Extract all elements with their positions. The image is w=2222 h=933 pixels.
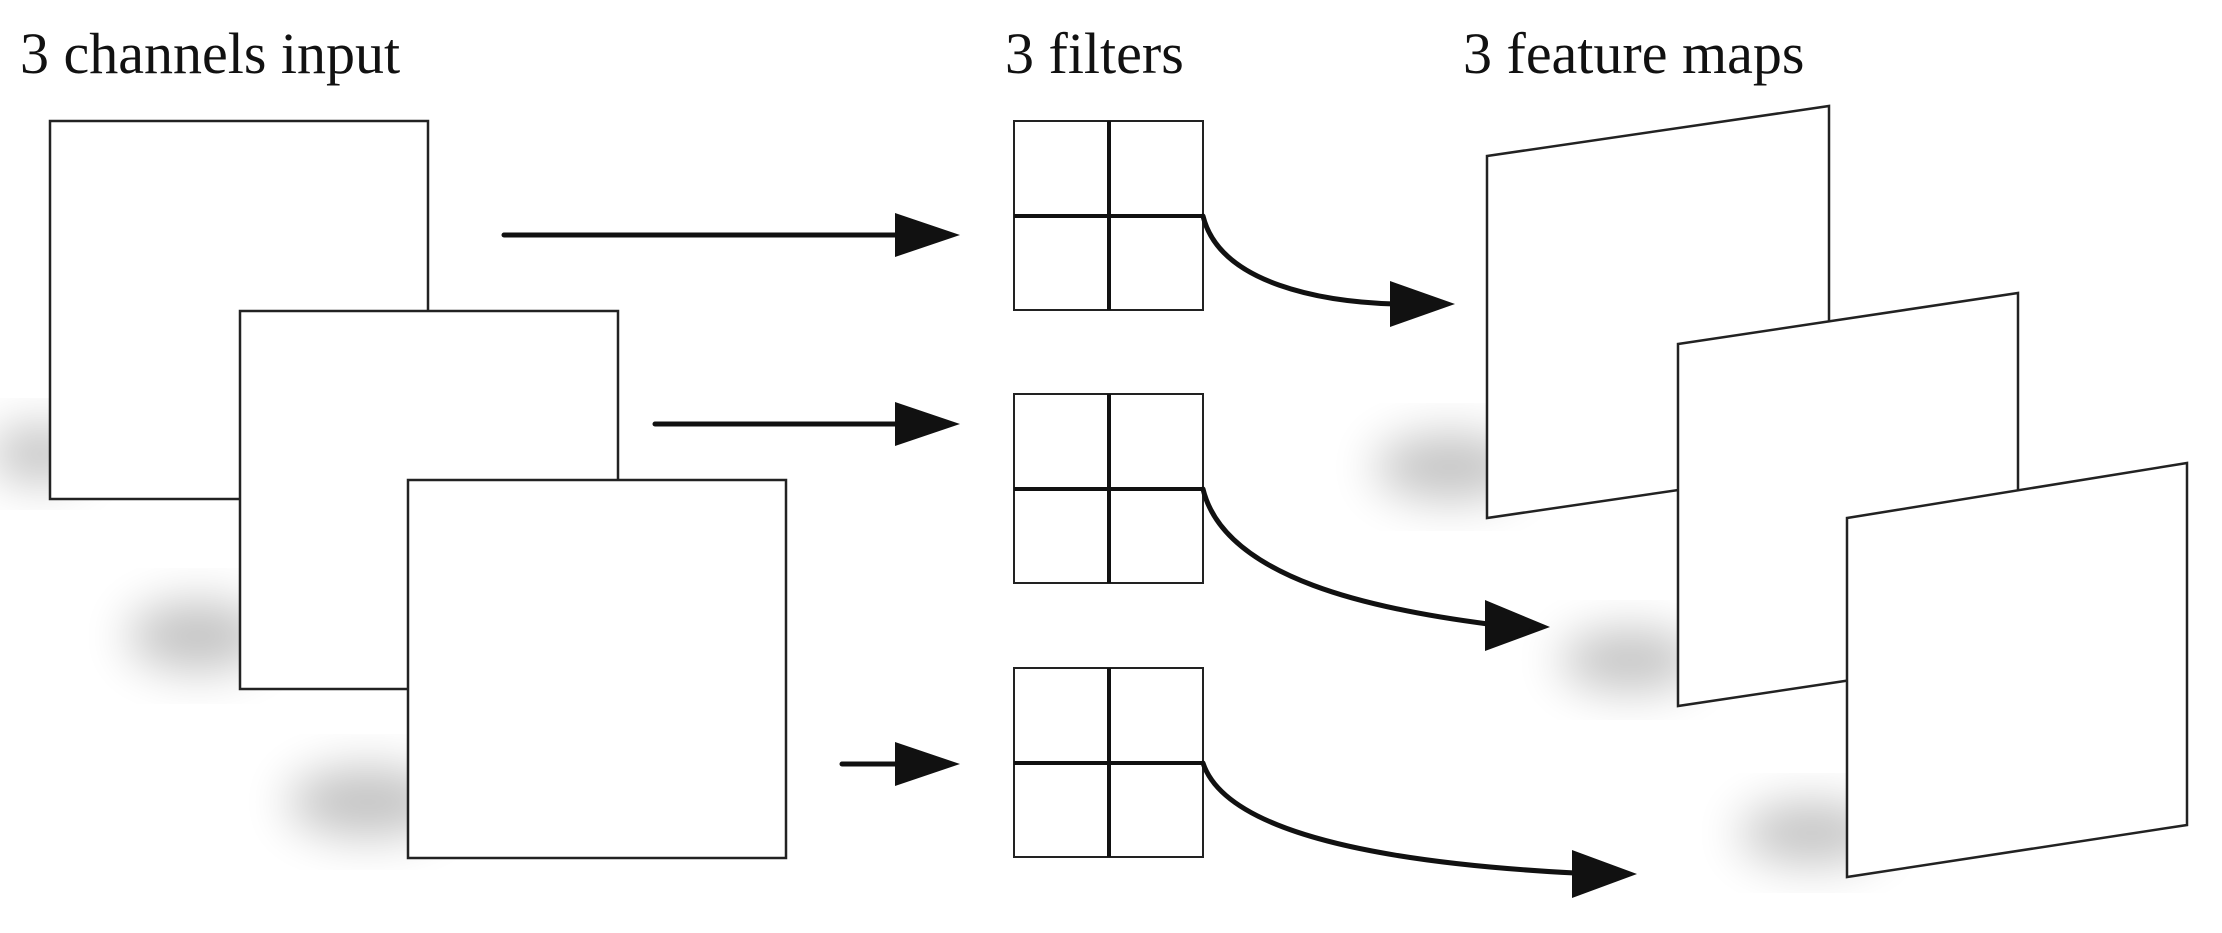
input-to-filter-arrows: [501, 213, 960, 786]
feature-arrow-3-head: [1572, 850, 1637, 898]
feature-arrow-1-curve: [1200, 213, 1398, 307]
input-arrow-2-head: [895, 402, 960, 446]
feature-maps-label: 3 feature maps: [1463, 21, 1804, 86]
input-channel-3: [406, 478, 788, 860]
feature-arrow-2-curve: [1200, 486, 1491, 627]
feature-map-2-shadow: [1560, 630, 1700, 690]
input-label: 3 channels input: [20, 21, 400, 86]
filter-2: [1013, 393, 1204, 584]
input-arrow-1-head: [895, 213, 960, 257]
feature-arrow-3-curve: [1200, 760, 1578, 876]
filter-1: [1013, 120, 1204, 311]
filter-3: [1013, 667, 1204, 858]
filters-group: [1013, 120, 1204, 858]
feature-arrow-2-head: [1485, 600, 1550, 651]
feature-maps-group: [1375, 104, 2189, 879]
filters-label: 3 filters: [1005, 21, 1184, 86]
feature-map-3: [1845, 461, 2189, 879]
input-arrow-3-head: [895, 742, 960, 786]
input-channel-2-shadow: [128, 602, 268, 670]
input-channels-group: [0, 119, 788, 860]
title-row: 3 channels input 3 filters 3 feature map…: [20, 21, 1804, 86]
feature-arrow-1-head: [1390, 281, 1455, 327]
filter-to-feature-arrows: [1200, 213, 1637, 898]
